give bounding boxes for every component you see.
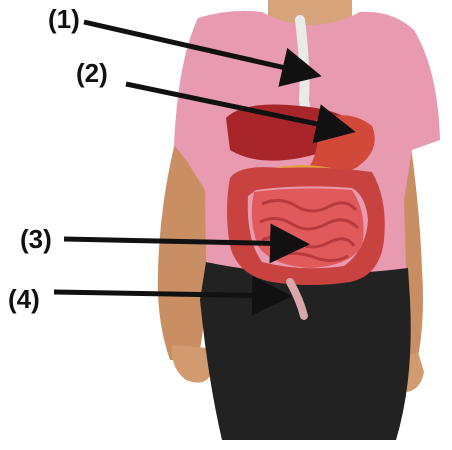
label-2: (2) — [76, 60, 108, 86]
label-3: (3) — [20, 226, 52, 252]
label-4: (4) — [8, 286, 40, 312]
label-1: (1) — [48, 6, 80, 32]
pants — [200, 262, 411, 440]
